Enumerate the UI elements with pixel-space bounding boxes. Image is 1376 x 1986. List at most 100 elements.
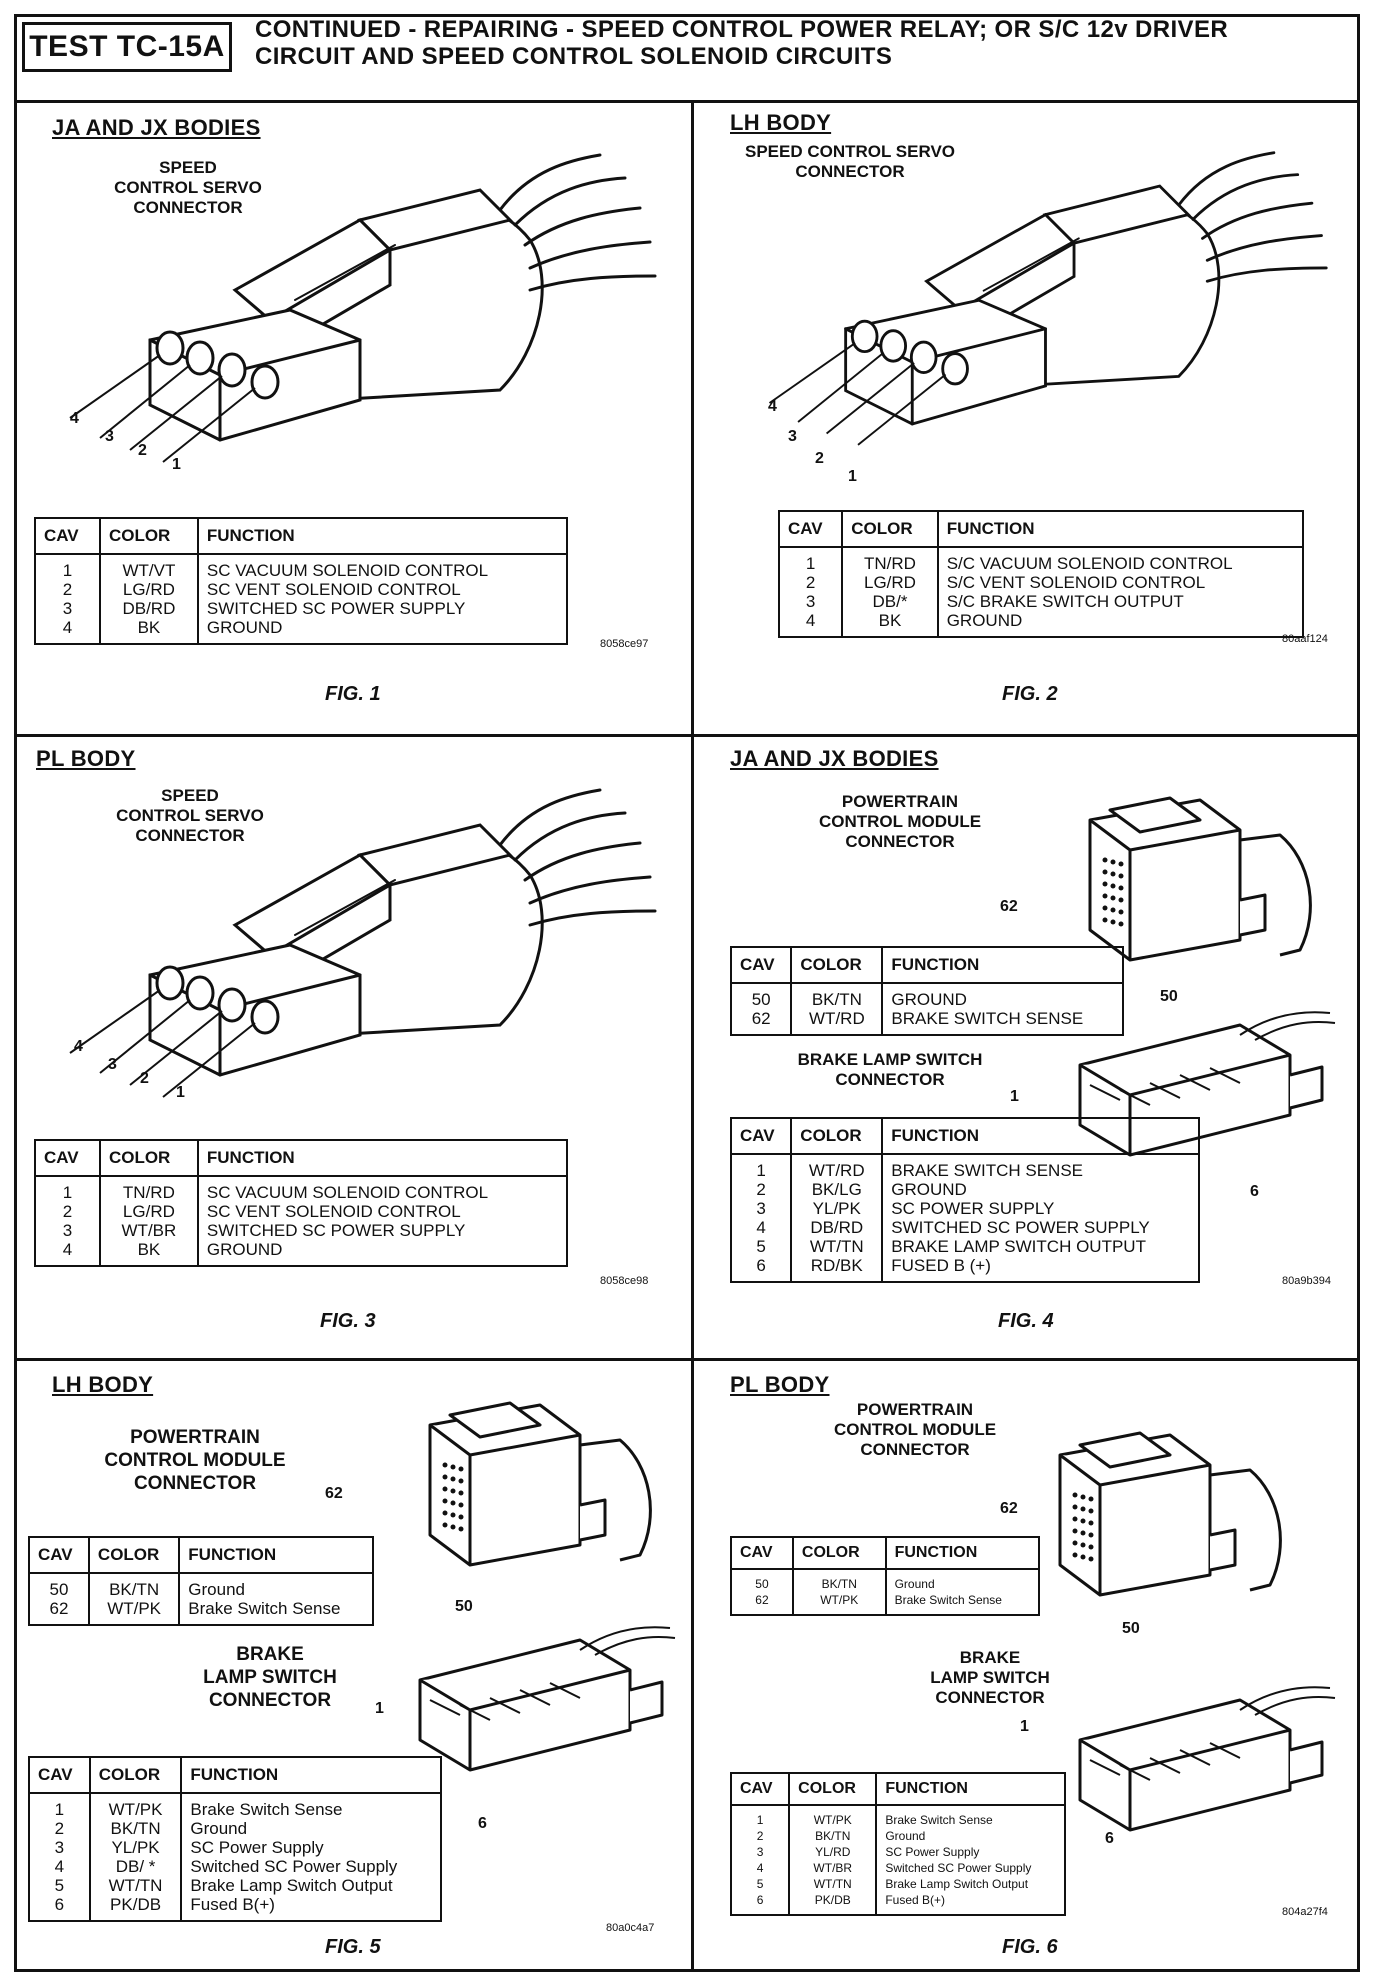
figure-5-code: 80a0c4a7	[606, 1922, 655, 1934]
color-cell: YL/PK	[790, 1199, 884, 1218]
figure-4-label: FIG. 4	[998, 1310, 1054, 1332]
figure-4-pcm-label: POWERTRAIN CONTROL MODULE CONNECTOR	[780, 792, 1020, 852]
cav-cell: 2	[729, 1180, 793, 1199]
cav-cell: 62	[729, 1009, 793, 1035]
color-cell: TN/RD	[841, 547, 939, 573]
pcm-connector-drawing	[1088, 796, 1312, 962]
figure-3-connector-label: SPEED CONTROL SERVO CONNECTOR	[80, 786, 300, 846]
color-cell: BK/TN	[788, 1828, 878, 1844]
color-cell: WT/TN	[790, 1237, 884, 1256]
color-cell: BK/TN	[88, 1819, 183, 1838]
function-cell: Brake Lamp Switch Output	[875, 1876, 1066, 1892]
function-cell: SC Power Supply	[180, 1838, 442, 1857]
function-header: FUNCTION	[936, 510, 1305, 548]
figure-5-title: LH BODY	[52, 1372, 154, 1397]
label-line: POWERTRAIN	[130, 1427, 260, 1448]
function-cell: Brake Switch Sense	[884, 1592, 1041, 1615]
pin-callout-50: 50	[1122, 1620, 1140, 1637]
color-cell: DB/RD	[98, 599, 199, 618]
figure-3-code: 8058ce98	[600, 1275, 649, 1287]
label-line: CONNECTOR	[845, 832, 955, 851]
color-cell: WT/PK	[791, 1592, 887, 1615]
cav-cell: 1	[28, 1793, 91, 1819]
label-line: SPEED CONTROL SERVO	[744, 142, 956, 161]
color-cell: WT/PK	[788, 1805, 878, 1828]
pcm-connector-drawing	[1058, 1431, 1282, 1597]
pin-callout-62: 62	[325, 1485, 343, 1502]
pin-callout-2: 2	[140, 1070, 149, 1087]
cav-cell: 5	[28, 1876, 91, 1895]
color-cell: BK	[98, 1240, 199, 1266]
pin-callout-6: 6	[1105, 1830, 1114, 1847]
cav-cell: 6	[729, 1892, 791, 1915]
color-cell: WT/BR	[788, 1860, 878, 1876]
servo-connector-drawing	[69, 153, 657, 463]
row-divider-2	[14, 1358, 1360, 1361]
label-line: CONNECTOR	[935, 1688, 1045, 1707]
label-line: SPEED	[159, 158, 217, 177]
pin-callout-3: 3	[788, 428, 797, 445]
figure-1-label: FIG. 1	[325, 683, 381, 705]
cav-header: CAV	[729, 1772, 791, 1806]
function-cell: Ground	[875, 1828, 1066, 1844]
function-cell: Ground	[180, 1819, 442, 1838]
label-line: CONNECTOR	[835, 1070, 945, 1089]
pin-callout-62: 62	[1000, 1500, 1018, 1517]
pin-callout-1: 1	[848, 468, 857, 485]
function-cell: Brake Switch Sense	[875, 1805, 1066, 1828]
color-cell: WT/RD	[790, 1009, 884, 1035]
pin-callout-1: 1	[375, 1700, 384, 1717]
color-cell: BK	[841, 611, 939, 637]
cav-header: CAV	[730, 1536, 794, 1570]
header-divider	[14, 100, 1360, 103]
function-cell: S/C BRAKE SWITCH OUTPUT	[936, 592, 1305, 611]
function-header: FUNCTION	[881, 946, 1124, 984]
pin-callout-4: 4	[74, 1038, 83, 1055]
cav-header: CAV	[729, 946, 793, 984]
function-header: FUNCTION	[875, 1772, 1066, 1806]
color-cell: WT/PK	[87, 1599, 181, 1625]
function-header: FUNCTION	[178, 1536, 374, 1574]
function-cell: Fused B(+)	[875, 1892, 1066, 1915]
cav-cell: 3	[729, 1844, 791, 1860]
color-cell: TN/RD	[98, 1176, 199, 1202]
color-cell: YL/RD	[788, 1844, 878, 1860]
cav-cell: 3	[34, 1221, 101, 1240]
function-cell: Switched SC Power Supply	[875, 1860, 1066, 1876]
cav-header: CAV	[34, 1139, 101, 1177]
cav-cell: 1	[777, 547, 844, 573]
pin-callout-4: 4	[768, 398, 777, 415]
color-cell: WT/RD	[790, 1154, 884, 1180]
label-line: CONNECTOR	[135, 826, 245, 845]
pin-callout-1: 1	[1020, 1718, 1029, 1735]
figure-1-code: 8058ce97	[600, 638, 649, 650]
color-header: COLOR	[788, 1772, 878, 1806]
label-line: BRAKE	[236, 1644, 304, 1665]
cav-cell: 4	[28, 1857, 91, 1876]
cav-cell: 2	[34, 580, 101, 599]
figure-4-code: 80a9b394	[1282, 1275, 1331, 1287]
function-cell: SWITCHED SC POWER SUPPLY	[196, 1221, 569, 1240]
color-header: COLOR	[790, 1117, 884, 1155]
function-cell: GROUND	[196, 1240, 569, 1266]
color-cell: BK/TN	[790, 983, 884, 1009]
cav-cell: 2	[34, 1202, 101, 1221]
label-line: CONNECTOR	[860, 1440, 970, 1459]
